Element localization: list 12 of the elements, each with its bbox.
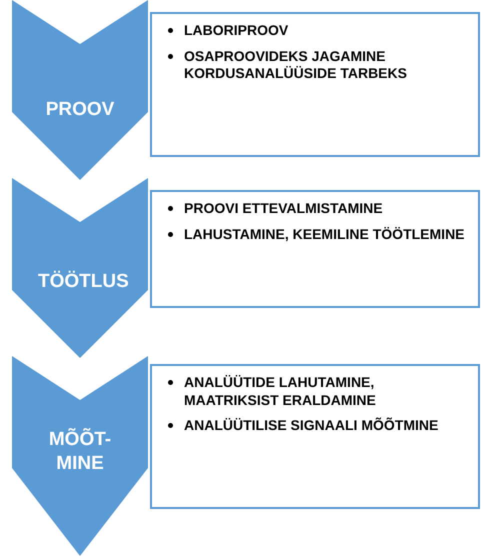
step-text: PROOVI ETTEVALMISTAMINE (184, 200, 384, 218)
stage-label: TÖÖTLUS (37, 270, 130, 294)
step-list-box (150, 12, 480, 157)
step-text: ANALÜÜTIDE LAHUTAMINE, MAATRIKSIST ERALDAMINE (184, 374, 377, 409)
step-text: ANALÜÜTILISE SIGNAALI MÕÕTMINE (184, 417, 440, 434)
step-text: LABORIPROOV (184, 22, 290, 40)
step-text: OSAPROOVIDEKS JAGAMINE KORDUSANALÜÜSIDE TARBEKS (184, 48, 408, 82)
stage-label: PROOV (44, 98, 116, 122)
step-list-box (150, 364, 480, 509)
step-text: LAHUSTAMINE, KEEMILINE TÖÖTLEMINE (184, 226, 466, 243)
step-list-box (150, 190, 480, 308)
stage-label: MÕÕT- MINE (48, 428, 112, 476)
